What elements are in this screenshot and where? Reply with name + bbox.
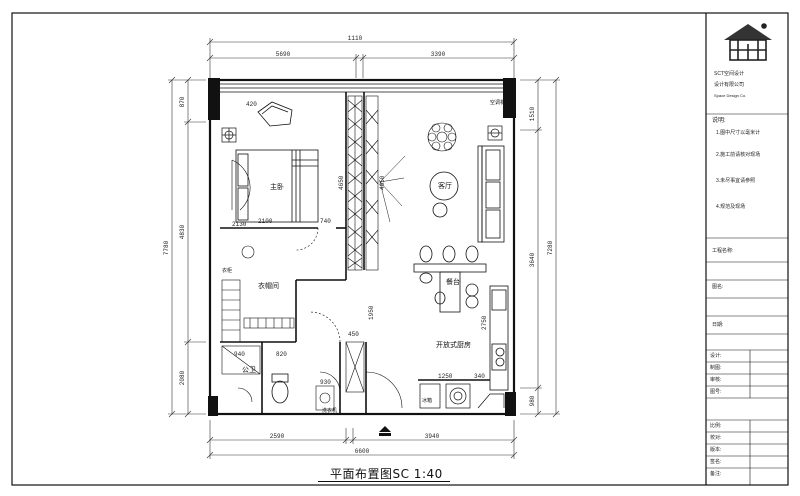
inner-dim-5: 4650 <box>338 175 345 190</box>
kitchen-counter <box>489 285 509 391</box>
dim-left-mid: 4830 <box>179 224 186 239</box>
field-drawing-name: 图名: <box>712 284 724 290</box>
hall-cabinet <box>345 341 365 393</box>
field-scale: 比例: <box>710 423 722 429</box>
bed <box>235 149 319 223</box>
field-drafter: 制图: <box>710 365 722 371</box>
dim-top-right: 3390 <box>431 51 446 58</box>
dim-left-bottom: 2080 <box>179 370 186 385</box>
note-2: 2.施工前请核对现场 <box>716 152 761 158</box>
field-check: 校对: <box>710 435 722 441</box>
dining-table <box>413 245 487 313</box>
dim-bottom-total: 6600 <box>355 448 370 455</box>
note-4: 4.规范及现场 <box>716 204 746 210</box>
exterior-walls <box>208 78 516 416</box>
field-sign: 签名: <box>710 459 722 465</box>
room-dining: 餐台 <box>446 277 460 286</box>
dim-right-mid: 3640 <box>529 252 536 267</box>
field-version: 版本: <box>710 447 722 453</box>
field-design: 设计: <box>710 353 722 359</box>
label-washer: 洗衣机 <box>322 407 337 414</box>
entry-door <box>365 371 403 409</box>
dim-right-top: 1510 <box>529 106 536 121</box>
note-1: 1.图中尺寸以毫米计 <box>716 130 761 136</box>
inner-dim-7: 2750 <box>481 315 488 330</box>
dim-bottom-left: 2590 <box>270 433 285 440</box>
company-name-line3: Space Design Co. <box>714 93 747 98</box>
top-dimensions <box>206 38 518 78</box>
inner-dimensions: 420 2130 2100 740 4650 4650 2750 1950 45… <box>232 101 488 386</box>
cloakroom-door <box>295 227 341 343</box>
label-fridge: 冰箱 <box>422 397 432 404</box>
room-kitchen: 开放式厨房 <box>436 340 471 349</box>
top-window <box>220 83 503 93</box>
sheet-border <box>11 12 789 486</box>
kitchen-corner <box>477 393 505 409</box>
field-date: 日期: <box>712 322 724 328</box>
cloakroom-shelves <box>221 279 295 343</box>
dim-left-top: 870 <box>179 96 186 107</box>
toilet <box>271 373 289 404</box>
room-living: 客厅 <box>438 181 452 190</box>
drawing-title: 平面布置图SC 1:40 <box>330 467 443 481</box>
coffee-table <box>429 171 459 218</box>
inner-dim-11: 820 <box>276 351 287 358</box>
drawing-title-underline <box>318 481 450 482</box>
inner-dim-8: 1950 <box>368 305 375 320</box>
dim-right-total: 7280 <box>547 240 554 255</box>
tv-cabinet <box>365 95 379 271</box>
label-clothes-cab: 衣柜 <box>222 267 232 274</box>
dim-top-left: 5690 <box>276 51 291 58</box>
flower-pot <box>427 122 457 152</box>
dim-top-total: 1110 <box>348 35 363 42</box>
inner-dim-6: 4650 <box>379 175 386 190</box>
shower <box>221 345 261 375</box>
inner-dim-4: 740 <box>320 218 331 225</box>
wardrobe-column <box>347 95 363 271</box>
washer <box>445 383 471 409</box>
dim-right-bottom: 980 <box>529 395 536 406</box>
field-review: 审核: <box>710 377 722 383</box>
company-logo-icon <box>724 23 772 61</box>
inner-dim-2: 2130 <box>232 221 247 228</box>
inner-dim-12: 930 <box>320 379 331 386</box>
wall-pillars <box>208 78 516 416</box>
bedroom-door <box>231 159 251 211</box>
note-3: 3.未尽事宜请参照 <box>716 178 756 184</box>
sofa <box>477 145 505 243</box>
inner-dim-10: 940 <box>234 351 245 358</box>
entry-arrow-icon <box>379 426 391 436</box>
fridge <box>419 383 441 409</box>
title-block-lines <box>706 113 788 485</box>
right-dimensions <box>520 76 560 418</box>
bath-doors <box>237 371 341 403</box>
field-remark: 备注: <box>710 471 722 477</box>
room-cloakroom: 衣帽间 <box>258 281 279 290</box>
field-project: 工程名称: <box>712 248 734 254</box>
notes-heading: 说明: <box>712 118 726 124</box>
side-table <box>487 125 503 141</box>
bed-lamp <box>241 245 255 259</box>
company-name-line2: 设计有限公司 <box>714 82 745 88</box>
nightstand <box>221 127 237 143</box>
inner-dim-1: 420 <box>246 101 257 108</box>
field-number: 图号: <box>710 389 722 395</box>
room-bathroom: 公卫 <box>242 366 256 374</box>
room-master-bedroom: 主卧 <box>270 182 284 191</box>
company-name-line1: SCT空间设计 <box>714 71 745 77</box>
dim-bottom-right: 3940 <box>425 433 440 440</box>
bottom-dimensions <box>206 420 518 459</box>
inner-dim-9: 450 <box>348 331 359 338</box>
label-ac: 空调机 <box>490 99 505 106</box>
inner-dim-14: 340 <box>474 373 485 380</box>
washbasin <box>315 385 335 411</box>
armchair <box>257 101 293 127</box>
left-dimensions <box>168 76 206 418</box>
inner-dim-3: 2100 <box>258 218 273 225</box>
light-fixture <box>379 155 406 223</box>
inner-dim-13: 1250 <box>438 373 453 380</box>
dim-left-total: 7780 <box>163 240 170 255</box>
